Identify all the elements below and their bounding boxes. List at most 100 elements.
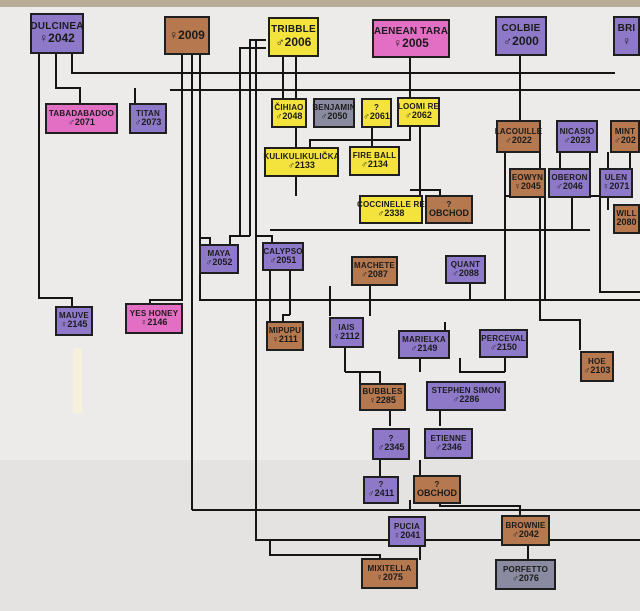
node-hoe[interactable]: HOE ♂2103 [580,351,614,382]
node-name: ? [446,199,452,209]
node-id: ♂202 [614,134,636,145]
node-name: NICASIO [559,126,595,136]
node-loomi-re[interactable]: LOOMI RE ♂2062 [397,97,440,127]
node-id: ♂2048 [275,111,303,122]
node-machete[interactable]: MACHETE ♂2087 [351,256,398,286]
node-id: ♀2146 [140,316,168,327]
node-iais[interactable]: IAIS ♀2112 [329,317,364,348]
node-cihiao[interactable]: ČIHIAO ♂2048 [271,98,307,128]
node-name: MARIELKA [402,334,446,344]
node-id: ♂2338 [377,207,405,218]
node-id: ♂2087 [361,269,388,280]
node-benjamin[interactable]: BENJAMIN ♂2050 [312,98,356,128]
node-id: ♀2075 [376,571,403,582]
node-id: ♂2006 [275,34,312,49]
node-will[interactable]: WILL 2080 [613,204,640,234]
node-mixitella[interactable]: MIXITELLA ♀2075 [361,558,418,589]
node-name: KULIKULIKULIČKA [263,152,340,162]
node-name: MIPUPU [268,326,302,336]
node-yes-honey[interactable]: YES HONEY ♀2146 [125,303,183,334]
node-obchod-top[interactable]: ? OBCHOD [425,195,473,224]
node-id: ♀2005 [393,36,429,51]
node-ulen[interactable]: ULEN ♀2071 [599,168,633,198]
node-aenean-tara[interactable]: AENEAN TARA ♀2005 [372,19,450,58]
node-coccinelle-re[interactable]: COCCINELLE RE ♂2338 [357,195,425,224]
node-obchod-bottom[interactable]: ? OBCHOD [413,475,461,504]
node-maya[interactable]: MAYA ♂2052 [199,244,239,274]
node-name: WILL [616,209,637,219]
node-name: DULCINEA [30,20,84,32]
node-id: ♂2076 [512,572,539,583]
node-id: ♂2000 [503,33,539,48]
node-kulikulikulicka[interactable]: KULIKULIKULIČKA ♂2133 [263,147,340,177]
node-fire-ball[interactable]: FIRE BALL ♂2134 [349,146,400,176]
node-id: ♂2149 [410,342,438,353]
node-id: ♂2042 [512,528,539,539]
node-id: ♂2134 [361,159,388,170]
node-name: COLBIE [501,23,541,35]
node-id: ♂2103 [583,364,611,375]
node-name: OBERON [551,173,588,183]
node-tabadabadoo[interactable]: TABADABADOO ♂2071 [45,103,118,134]
node-dulcinea[interactable]: DULCINEA ♀2042 [30,13,84,54]
node-id: ♀2112 [333,330,360,341]
node-lacouille[interactable]: LACOUILLE ♂2022 [495,120,542,153]
node-name: COCCINELLE RE [357,199,425,209]
node-2345[interactable]: ? ♂2345 [372,428,410,460]
node-oberon[interactable]: OBERON ♂2046 [548,168,591,198]
node-stephen-simon[interactable]: STEPHEN SIMON ♂2286 [426,381,506,411]
node-colbie[interactable]: COLBIE ♂2000 [495,16,547,56]
node-calypso[interactable]: CALYPSO ♂2051 [262,242,304,271]
node-name: MIXITELLA [367,563,412,573]
node-bri[interactable]: BRI ♀ [613,16,640,56]
node-2061[interactable]: ? ♂2061 [361,98,392,128]
node-name: TRIBBLE [271,24,316,36]
node-id: ♂2346 [435,441,462,452]
node-perceval[interactable]: PERCEVAL ♂2150 [479,329,528,358]
node-titan[interactable]: TITAN ♂2073 [129,103,167,134]
node-id: 2080 [616,217,637,228]
node-etienne[interactable]: ETIENNE ♂2346 [424,428,473,459]
node-quant[interactable]: QUANT ♂2088 [445,255,486,284]
node-2411[interactable]: ? ♂2411 [363,476,399,504]
node-id: ♀2145 [60,319,88,330]
node-tribble[interactable]: TRIBBLE ♂2006 [268,17,319,57]
node-id: ♂2052 [205,257,233,268]
node-name: MAUVE [59,311,89,321]
node-id: ♂2062 [405,110,432,121]
node-name: MINT [614,126,636,136]
node-2009[interactable]: ♀2009 [164,16,210,55]
node-name: ? [388,434,394,444]
node-mipupu[interactable]: MIPUPU ♀2111 [266,321,304,351]
node-id: ♀2041 [393,529,421,540]
node-id: ♂2286 [452,394,480,405]
node-name: STEPHEN SIMON [431,386,501,396]
node-mauve[interactable]: MAUVE ♀2145 [55,306,93,336]
node-id: ♂2046 [556,181,583,192]
node-mint[interactable]: MINT ♂202 [610,120,640,153]
node-name: PERCEVAL [481,333,526,343]
node-name: BUBBLES [362,387,403,397]
node-eowyn[interactable]: EOWYN ♀2045 [509,168,546,198]
node-name: QUANT [450,259,481,269]
node-pucia[interactable]: PUCIA ♀2041 [388,516,426,547]
node-name: ? [434,479,440,489]
node-id: ♂2061 [363,111,390,122]
node-name: ? [373,103,380,113]
node-name: MACHETE [354,261,395,271]
node-name: YES HONEY [129,308,179,318]
node-name: ULEN [604,173,628,183]
node-id: ♂2051 [269,254,297,265]
node-id: ♀2042 [39,31,75,46]
node-nicasio[interactable]: NICASIO ♂2023 [556,120,598,153]
node-porfetto[interactable]: PORFETTO ♂2076 [495,559,556,590]
node-name: MAYA [207,249,231,259]
node-bubbles[interactable]: BUBBLES ♀2285 [359,383,406,411]
node-id: ♀2071 [602,181,630,192]
node-marielka[interactable]: MARIELKA ♂2149 [398,330,450,359]
node-id: ♂2050 [320,111,348,122]
node-brownie[interactable]: BROWNIE ♂2042 [501,515,550,546]
node-id: ♀2285 [369,395,396,406]
node-name: ? [378,480,384,490]
